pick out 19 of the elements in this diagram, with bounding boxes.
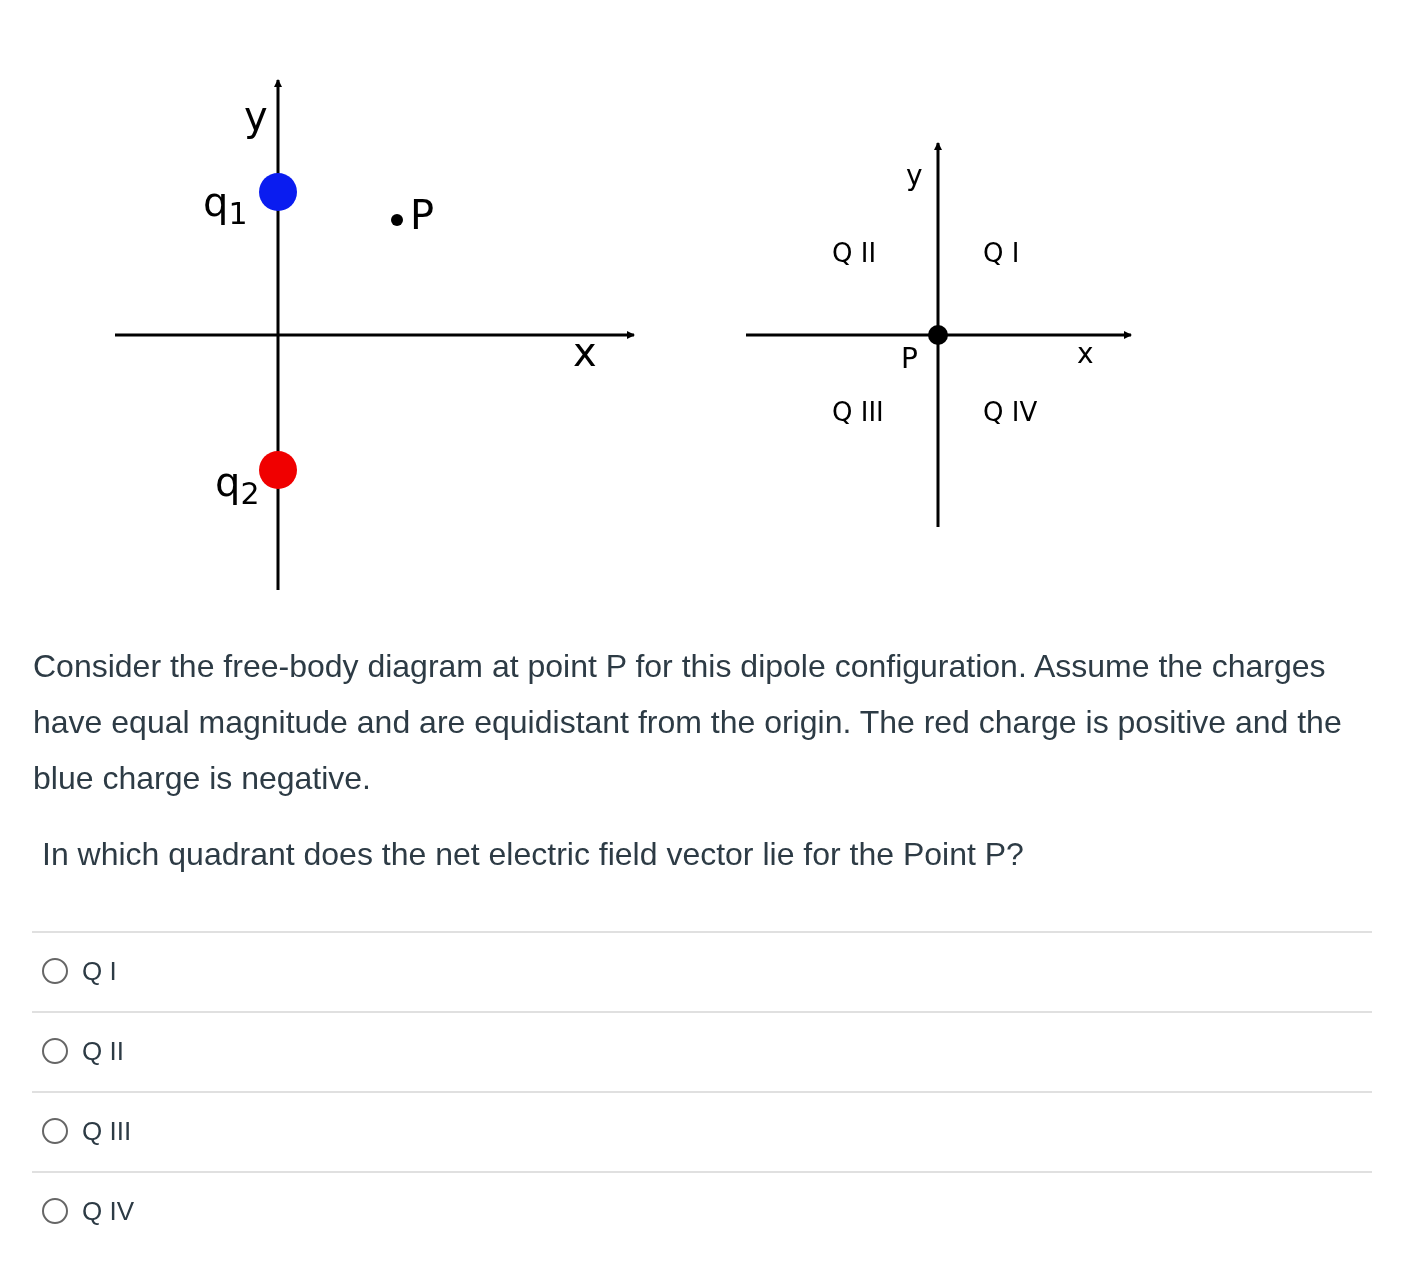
quadrant-label: Q I [983,240,1020,266]
problem-text: Consider the free-body diagram at point P for this dipole configuration. Assume the charges have equal magnitude and are equidistant from the origin. The red charge is positive and the blue charge is negative. [33,647,1343,798]
point-label: P [901,345,918,373]
positive-charge [259,451,297,489]
axis-label: y [906,162,923,190]
option-text: Q I [82,958,117,984]
quadrant-label: Q III [832,399,884,425]
quadrant-label: Q II [832,240,877,266]
quadrant-label: Q IV [983,399,1038,425]
option-text: Q IV [82,1198,134,1224]
question-text: In which quadrant does the net electric field vector lie for the Point P? [42,835,1025,874]
option-text: Q II [82,1038,124,1064]
point-label: P [410,195,435,235]
axis-label: x [573,332,597,372]
option-text: Q III [82,1118,132,1144]
point-dot [391,214,403,226]
negative-charge [259,173,297,211]
point-dot [928,325,948,345]
axis-label: x [1077,340,1094,368]
